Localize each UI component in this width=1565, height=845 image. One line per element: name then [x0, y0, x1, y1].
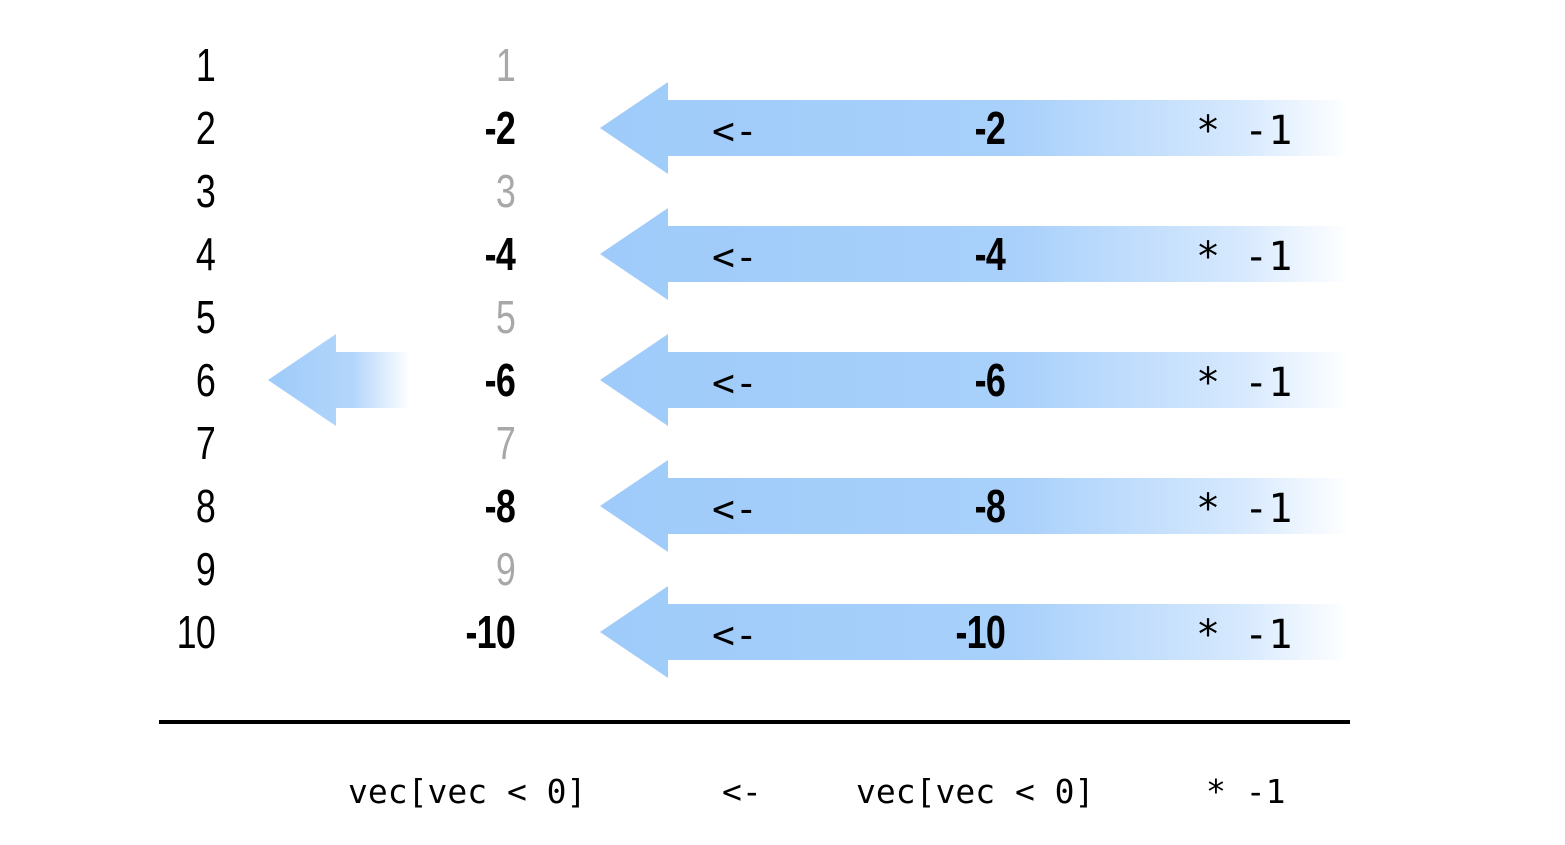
index-cell: 3: [195, 165, 216, 217]
divider-line: [159, 720, 1350, 724]
negative-value-cell: -8: [484, 480, 516, 532]
assign-operator: <-: [712, 613, 758, 657]
assigned-value: -10: [955, 606, 1005, 658]
assign-operator: <-: [712, 487, 758, 531]
assignment-arrow: [600, 208, 1350, 300]
multiplier-label: * -1: [1196, 612, 1293, 658]
index-cell: 5: [195, 291, 216, 343]
multiplier-label: * -1: [1196, 108, 1293, 154]
index-cell: 7: [195, 417, 216, 469]
positive-value-cell: 5: [495, 291, 516, 343]
index-cell: 8: [195, 480, 216, 532]
negative-value-cell: -4: [484, 228, 516, 280]
code-rhs: vec[vec < 0]: [856, 772, 1095, 811]
positive-value-cell: 3: [495, 165, 516, 217]
assign-operator: <-: [712, 361, 758, 405]
assigned-value: -8: [974, 480, 1006, 532]
index-cell: 9: [195, 543, 216, 595]
assigned-value: -6: [974, 354, 1006, 406]
code-assign-operator: <-: [722, 772, 762, 811]
code-multiplier: * -1: [1206, 772, 1286, 811]
multiplier-label: * -1: [1196, 360, 1293, 406]
assigned-value: -2: [974, 102, 1006, 154]
assignment-arrow: [600, 586, 1350, 678]
index-cell: 6: [195, 354, 216, 406]
negative-value-cell: -10: [465, 606, 515, 658]
positive-value-cell: 9: [495, 543, 516, 595]
assignment-arrow: [600, 334, 1350, 426]
assign-operator: <-: [712, 235, 758, 279]
index-cell: 2: [195, 102, 216, 154]
positive-value-cell: 7: [495, 417, 516, 469]
selection-arrow: [268, 334, 410, 426]
assignment-arrow: [600, 460, 1350, 552]
code-lhs: vec[vec < 0]: [348, 772, 587, 811]
positive-value-cell: 1: [495, 39, 516, 91]
negative-value-cell: -2: [484, 102, 516, 154]
multiplier-label: * -1: [1196, 486, 1293, 532]
index-cell: 1: [195, 39, 216, 91]
assign-operator: <-: [712, 109, 758, 153]
assignment-arrow: [600, 82, 1350, 174]
multiplier-label: * -1: [1196, 234, 1293, 280]
assigned-value: -4: [974, 228, 1006, 280]
index-cell: 4: [195, 228, 216, 280]
negative-value-cell: -6: [484, 354, 516, 406]
index-cell: 10: [176, 606, 216, 658]
